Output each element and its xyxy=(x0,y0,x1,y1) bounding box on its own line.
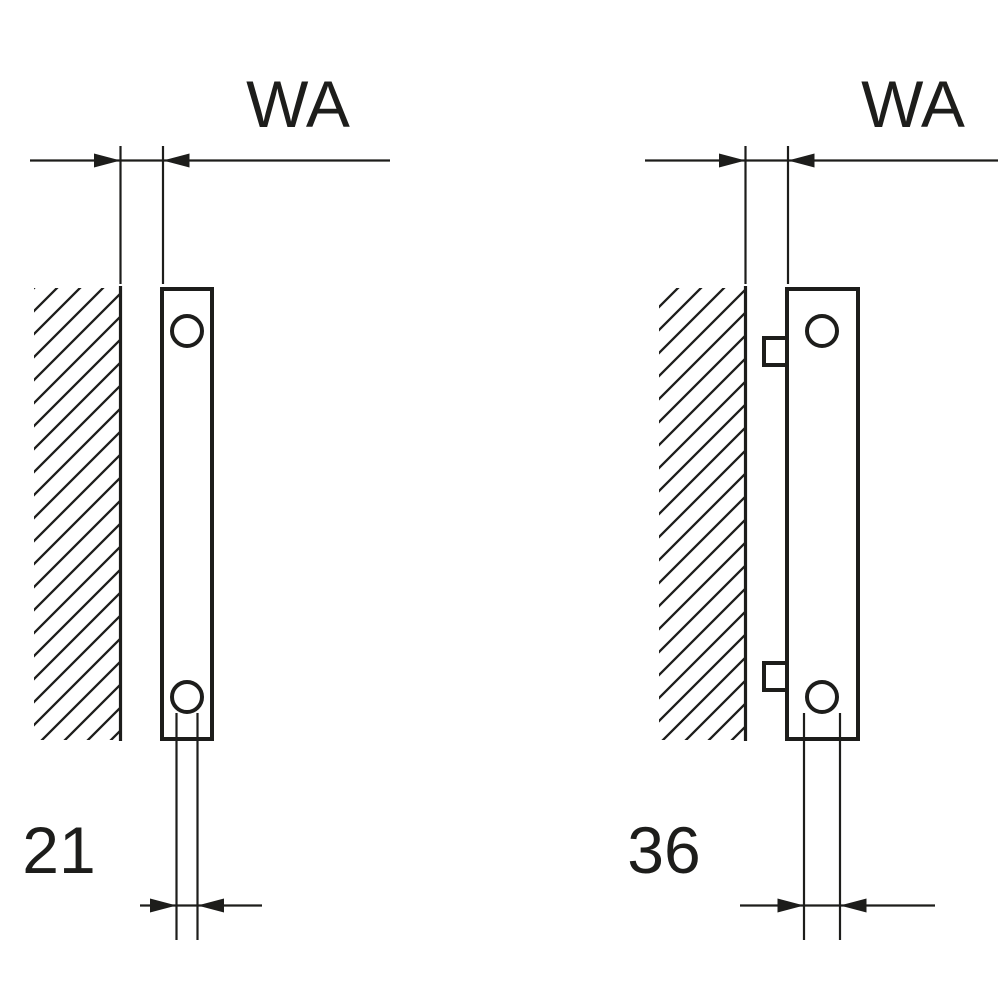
pipe-connection-top xyxy=(170,314,204,348)
wa-dimension-label: WA xyxy=(861,67,965,141)
wa-arrow-right xyxy=(163,153,190,168)
left-figure: WA 21 xyxy=(22,67,390,940)
radiator-profile xyxy=(160,287,214,741)
bottom-dimension-label: 36 xyxy=(627,813,700,887)
pipe-connection-top xyxy=(805,314,839,348)
wall-hatching xyxy=(34,288,120,740)
wa-arrow-right xyxy=(788,153,815,168)
wa-dimension-label: WA xyxy=(246,67,350,141)
radiator-profile xyxy=(785,287,860,741)
bottom-arrow-left xyxy=(150,898,177,913)
mounting-tab-top xyxy=(762,336,789,367)
wall-hatching xyxy=(659,288,745,740)
pipe-connection-bottom xyxy=(170,680,204,714)
wa-arrow-left xyxy=(719,153,746,168)
bottom-arrow-left xyxy=(777,898,804,913)
pipe-connection-bottom xyxy=(805,680,839,714)
right-figure: WA 36 xyxy=(627,67,998,940)
bottom-arrow-right xyxy=(840,898,867,913)
wa-arrow-left xyxy=(94,153,121,168)
mounting-tab-bottom xyxy=(762,661,789,692)
bottom-dimension-label: 21 xyxy=(22,813,95,887)
bottom-arrow-right xyxy=(197,898,224,913)
